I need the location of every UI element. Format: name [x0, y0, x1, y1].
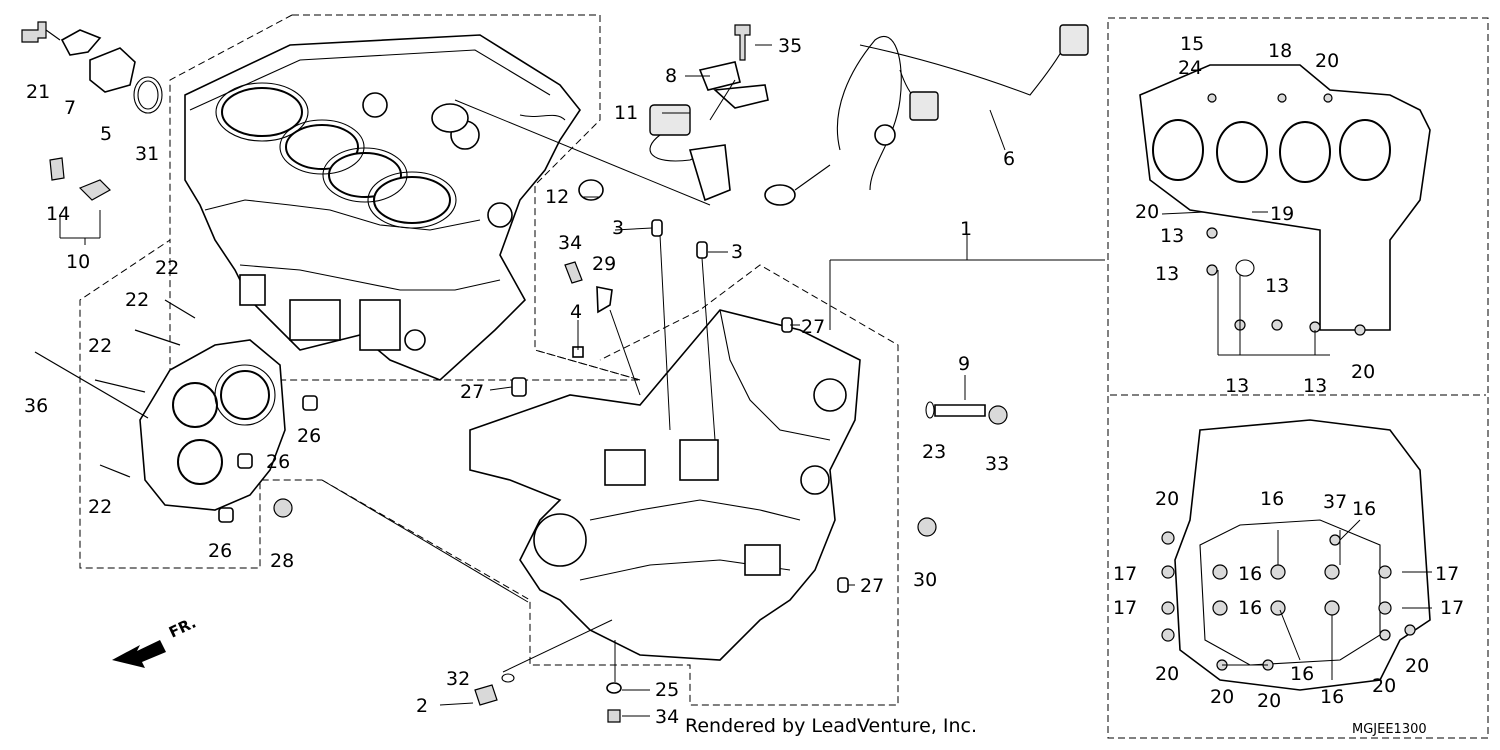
callout-34a: 34 [558, 232, 582, 254]
upper-group-outline-top [169, 14, 293, 240]
inset-callout-13a: 13 [1160, 225, 1184, 247]
callout-22b: 22 [125, 289, 149, 311]
misc-fasteners [34, 219, 1008, 723]
inset-callout-20c: 20 [1351, 361, 1375, 383]
inset-callout-17b: 17 [1435, 563, 1459, 585]
inset-callout-13c: 13 [1265, 275, 1289, 297]
inset-callout-20h: 20 [1210, 686, 1234, 708]
inset-callout-13e: 13 [1303, 375, 1327, 397]
callout-3b: 3 [731, 241, 743, 263]
inset-callout-20i: 20 [1257, 690, 1281, 712]
inset-lower-view [1161, 419, 1432, 691]
callout-31: 31 [135, 143, 159, 165]
small-parts-top-left [21, 21, 163, 239]
inset-callout-19: 19 [1270, 203, 1294, 225]
callout-34b: 34 [655, 706, 679, 728]
inset-callout-16e: 16 [1290, 663, 1314, 685]
inset-callout-16d: 16 [1238, 597, 1262, 619]
callout-2: 2 [416, 695, 428, 717]
inset-callout-20f: 20 [1405, 655, 1429, 677]
inset-callout-16b: 16 [1352, 498, 1376, 520]
callout-22a: 22 [155, 257, 179, 279]
leader-lines [84, 44, 1105, 717]
callout-35: 35 [778, 35, 802, 57]
callout-21: 21 [26, 81, 50, 103]
callout-23: 23 [922, 441, 946, 463]
inset-callout-13b: 13 [1155, 263, 1179, 285]
diagram-code: MGJEE1300 [1352, 722, 1427, 737]
inset-callout-20e: 20 [1155, 663, 1179, 685]
callout-14: 14 [46, 203, 70, 225]
callout-26a: 26 [297, 425, 321, 447]
callout-33: 33 [985, 453, 1009, 475]
inset-callout-16c: 16 [1238, 563, 1262, 585]
inset-callout-13d: 13 [1225, 375, 1249, 397]
callout-12: 12 [545, 186, 569, 208]
inset-callout-37: 37 [1323, 491, 1347, 513]
callout-25: 25 [655, 679, 679, 701]
lower-inset-labels: 20 16 37 16 17 16 17 17 16 17 20 20 20 1… [1113, 488, 1464, 712]
callout-8: 8 [665, 65, 677, 87]
callout-27a: 27 [801, 316, 825, 338]
inset-callout-20a: 20 [1315, 50, 1339, 72]
callout-9: 9 [958, 353, 970, 375]
callout-22d: 22 [88, 496, 112, 518]
callout-11: 11 [614, 102, 638, 124]
inset-callout-17c: 17 [1113, 597, 1137, 619]
inset-callout-20g: 20 [1372, 675, 1396, 697]
inset-upper-view [1139, 64, 1431, 356]
callout-28: 28 [270, 550, 294, 572]
inset-callout-16f: 16 [1320, 686, 1344, 708]
callout-22c: 22 [88, 335, 112, 357]
callout-1: 1 [960, 218, 972, 240]
front-arrow-icon [112, 640, 166, 668]
callout-4: 4 [570, 301, 582, 323]
inset-callout-17a: 17 [1113, 563, 1137, 585]
crankcase-cover [139, 339, 286, 511]
callout-26c: 26 [208, 540, 232, 562]
callout-29: 29 [592, 253, 616, 275]
callout-7: 7 [64, 97, 76, 119]
lower-group-outline [321, 264, 899, 706]
callout-3a: 3 [612, 217, 624, 239]
wiring-and-sensors [431, 24, 1089, 206]
inset-callout-16a: 16 [1260, 488, 1284, 510]
callout-6: 6 [1003, 148, 1015, 170]
credit-text: Rendered by LeadVenture, Inc. [685, 715, 977, 737]
callout-26b: 26 [266, 451, 290, 473]
callout-10: 10 [66, 251, 90, 273]
lower-crankcase [469, 309, 861, 661]
inset-callout-20d: 20 [1155, 488, 1179, 510]
upper-crankcase [184, 34, 581, 381]
inset-callout-17d: 17 [1440, 597, 1464, 619]
callout-5: 5 [100, 123, 112, 145]
callout-27b: 27 [460, 381, 484, 403]
front-indicator-label: FR. [166, 614, 199, 642]
callout-30: 30 [913, 569, 937, 591]
inset-callout-20b: 20 [1135, 201, 1159, 223]
callout-36: 36 [24, 395, 48, 417]
callout-32: 32 [446, 668, 470, 690]
upper-inset-labels: 15 24 18 20 20 19 13 13 13 13 13 20 [1135, 33, 1375, 397]
inset-callout-15: 15 [1180, 33, 1204, 55]
inset-callout-24: 24 [1178, 57, 1202, 79]
callout-27c: 27 [860, 575, 884, 597]
upper-lower-separator [534, 349, 641, 381]
inset-callout-18: 18 [1268, 40, 1292, 62]
inset-box-outline [1107, 17, 1489, 739]
callout-labels: 1 2 3 3 4 5 6 7 8 9 10 11 12 14 21 22 22… [24, 35, 1015, 728]
